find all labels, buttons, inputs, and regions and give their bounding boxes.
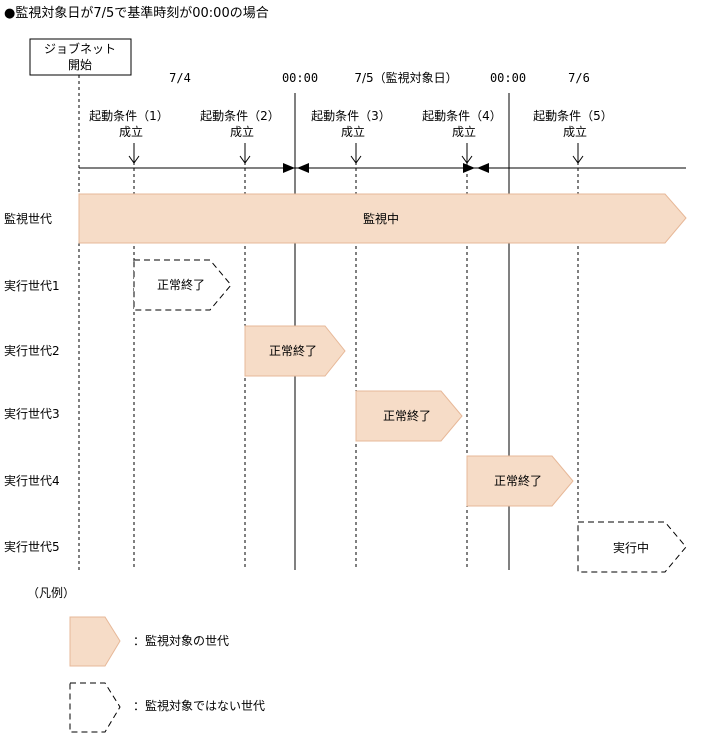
legend-unmonitored-swatch [69,682,121,733]
legend-title: （凡例） [27,586,75,600]
arrowhead-right-icon [463,163,475,173]
bar-shape [355,390,463,442]
condition-sub-2: 成立 [230,124,254,139]
time-label-a: 00:00 [282,71,318,85]
jobnet-start-line2: 開始 [68,58,92,72]
condition-arrows [128,143,584,164]
bar-label-exec1: 正常終了 [157,277,205,292]
legend-unmonitored-label: ：監視対象ではない世代 [133,698,265,713]
bar-shape [78,193,687,244]
legend-monitored-label: ：監視対象の世代 [133,633,229,648]
row-label-exec1: 実行世代1 [4,278,60,293]
jobnet-start-box: ジョブネット 開始 [29,38,132,76]
row-label-exec2: 実行世代2 [4,343,60,358]
jobnet-start-frame [29,38,132,76]
down-arrow-icon [239,143,251,164]
arrowhead-left-icon [477,163,489,173]
down-arrow-icon [350,143,362,164]
legend-monitored-swatch [69,616,121,667]
condition-labels: 起動条件（1） 成立 起動条件（2） 成立 起動条件（3） 成立 起動条件（4）… [89,109,613,139]
legend: （凡例） ：監視対象の世代 ：監視対象ではない世代 [27,586,265,733]
date-label-7-4: 7/4 [169,71,191,85]
exec4-generation-bar: 正常終了 [466,455,574,507]
condition-sub-5: 成立 [563,124,587,139]
bar-shape [577,521,687,573]
condition-sub-3: 成立 [341,124,365,139]
bar-label-exec2: 正常終了 [269,343,317,358]
bar-shape [244,325,346,377]
exec1-generation-bar: 正常終了 [133,259,232,311]
diagram-title: ●監視対象日が7/5で基準時刻が00:00の場合 [4,5,269,21]
row-labels: 監視世代 実行世代1 実行世代2 実行世代3 実行世代4 実行世代5 [4,211,60,554]
condition-sub-1: 成立 [119,124,143,139]
row-label-exec3: 実行世代3 [4,406,60,421]
date-label-7-6: 7/6 [568,71,590,85]
bar-label-exec5: 実行中 [613,540,649,555]
row-label-exec4: 実行世代4 [4,473,60,488]
exec5-generation-bar: 実行中 [577,521,687,573]
generation-bars: 監視中 正常終了 正常終了 正常終了 正常終了 実行中 [78,193,687,573]
time-label-b: 00:00 [490,71,526,85]
down-arrow-icon [128,143,140,164]
bar-shape [466,455,574,507]
arrowhead-right-icon [283,163,295,173]
jobnet-start-line1: ジョブネット [44,41,116,56]
bar-label-monitor: 監視中 [363,211,399,226]
bar-shape [133,259,232,311]
bar-label-exec3: 正常終了 [383,408,431,423]
arrowhead-left-icon [297,163,309,173]
down-arrow-icon [461,143,473,164]
exec2-generation-bar: 正常終了 [244,325,346,377]
date-label-7-5: 7/5（監視対象日） [354,70,457,85]
condition-sub-4: 成立 [452,124,476,139]
row-label-monitor: 監視世代 [4,211,52,226]
monitor-generation-bar: 監視中 [78,193,687,244]
bar-label-exec4: 正常終了 [494,473,542,488]
condition-label-4: 起動条件（4） [422,109,502,123]
exec3-generation-bar: 正常終了 [355,390,463,442]
condition-label-1: 起動条件（1） [89,109,169,123]
condition-label-2: 起動条件（2） [200,109,280,123]
timeline-axis [79,163,686,173]
condition-label-5: 起動条件（5） [533,109,613,123]
down-arrow-icon [572,143,584,164]
row-label-exec5: 実行世代5 [4,539,60,554]
condition-label-3: 起動条件（3） [311,109,391,123]
